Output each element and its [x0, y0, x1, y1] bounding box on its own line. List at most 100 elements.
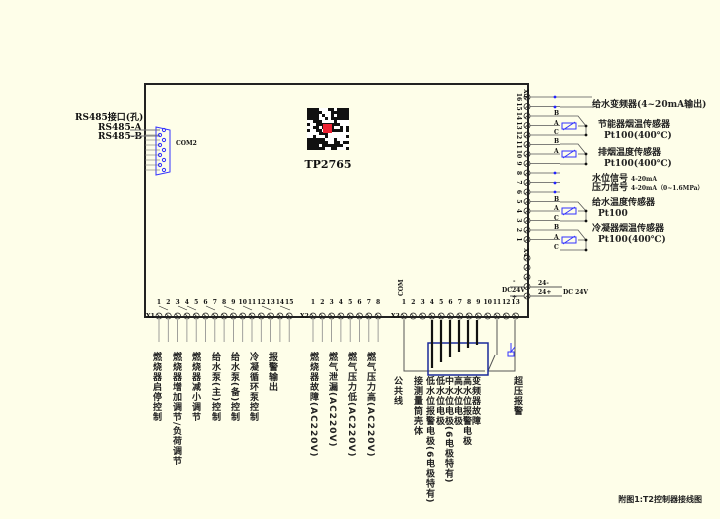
x1-output-label: 给水泵(备)控制: [229, 352, 239, 423]
terminal-screw: [328, 312, 336, 320]
x1-output-label: 燃烧器增加调节/负荷调节: [171, 352, 181, 467]
sensor-spec: 4-20mA: [631, 176, 658, 183]
terminal-number: 9: [476, 299, 480, 306]
sensor-spec: Pt100(400℃): [604, 159, 672, 169]
x3-input-label: 公共线: [392, 376, 402, 406]
x5-label: X5: [522, 89, 529, 98]
terminal-number: 1: [157, 299, 161, 306]
terminal-number: 10: [484, 299, 492, 306]
svg-text:B: B: [554, 110, 559, 117]
terminal-screw: [337, 312, 345, 320]
x2-input-label: 燃气压力低(AC220V): [346, 352, 356, 458]
dc-minus-symbol: -: [513, 278, 516, 285]
terminal-number: 5: [439, 299, 443, 306]
dc-side-label: DC24V: [502, 287, 525, 294]
terminal-screw: [164, 312, 172, 320]
sensor-name: 排烟温度传感器: [598, 148, 662, 158]
terminal-number: 12: [515, 131, 522, 139]
svg-text:A: A: [553, 205, 559, 212]
x2-input-label: 燃气压力高(AC220V): [365, 352, 375, 458]
terminal-number: 1: [515, 237, 522, 241]
terminal-screw: [502, 312, 510, 320]
terminal-number: 7: [213, 299, 217, 306]
terminal-number: 8: [376, 299, 380, 306]
terminal-screw: [409, 312, 417, 320]
terminal-number: 13: [515, 121, 522, 129]
terminal-screw: [465, 312, 473, 320]
sensor-name: 水位信号: [592, 174, 629, 184]
terminal-screw: [456, 312, 464, 320]
terminal-number: 4: [430, 299, 434, 306]
x3-input-label: 高水位报警电极: [461, 376, 471, 446]
terminal-number: 5: [194, 299, 198, 306]
svg-text:C: C: [554, 129, 559, 136]
terminal-number: 8: [222, 299, 226, 306]
terminal-screw: [220, 312, 228, 320]
terminal-number: 2: [515, 228, 522, 232]
sensor-spec: Pt100(400℃): [598, 235, 666, 245]
terminal-number: 15: [285, 299, 293, 306]
x3-input-label: 中水位电极(6电极特有): [443, 376, 453, 484]
x1-output-label: 燃烧器启停控制: [151, 352, 161, 422]
terminal-number: 5: [515, 199, 522, 203]
board-model: TP2765: [304, 158, 351, 171]
terminal-number: 15: [515, 102, 522, 110]
terminal-number: 8: [467, 299, 471, 306]
terminal-number: 14: [515, 112, 522, 120]
x2-input-label: 燃烧器故障(AC220V): [308, 352, 318, 458]
terminal-number: 1: [311, 299, 315, 306]
terminal-screw: [276, 312, 284, 320]
terminal-screw: [309, 312, 317, 320]
terminal-number: 5: [348, 299, 352, 306]
x1-output-label: 燃烧器减小调节: [190, 352, 200, 422]
x3-input-label: 接测量筒壳体: [412, 376, 422, 436]
terminal-number: 4: [185, 299, 189, 306]
terminal-number: 4: [339, 299, 343, 306]
terminal-number: 6: [515, 190, 522, 194]
terminal-screw: [346, 312, 354, 320]
terminal-number: 12: [257, 299, 265, 306]
terminal-screw: [229, 312, 237, 320]
terminal-screw: [447, 312, 454, 320]
terminal-number: 6: [357, 299, 361, 306]
svg-text:A: A: [553, 148, 559, 155]
x1-output-label: 报警输出: [267, 352, 277, 392]
terminal-number: 3: [421, 299, 425, 306]
rs485-b-label: RS485-B: [98, 132, 143, 142]
terminal-number: 10: [239, 299, 247, 306]
x3-input-label: 低水位电极: [434, 376, 444, 426]
x1-output-label: 给水泵(主)控制: [210, 352, 220, 423]
terminal-screw: [493, 312, 501, 320]
terminal-number: 7: [367, 299, 371, 306]
com2-label: COM2: [176, 140, 197, 147]
rs485-title: RS485接口(孔): [75, 111, 143, 123]
sensor-spec: Pt100(400℃): [604, 131, 672, 141]
terminal-screw: [257, 312, 265, 320]
terminal-screw: [183, 312, 191, 320]
sensor-label: 给水变频器(4~20mA输出): [592, 100, 706, 111]
terminal-screw: [474, 312, 482, 320]
terminal-number: 9: [515, 161, 522, 165]
terminal-number: 11: [248, 299, 256, 306]
terminal-screw: [365, 312, 373, 320]
terminal-screw: [484, 312, 492, 320]
terminal-number: 13: [511, 299, 519, 306]
terminal-number: 7: [515, 180, 522, 184]
terminal-screw: [174, 312, 182, 320]
x4-label: X4: [522, 248, 529, 257]
x1-label: X1: [146, 313, 155, 320]
dc-minus-label: 24-: [538, 280, 549, 287]
diagram-caption: 附图1:T2控制器接线图: [618, 495, 702, 504]
sensor-name: 节能器烟温传感器: [598, 120, 671, 130]
x3-input-label: 变频器故障: [470, 376, 480, 426]
qr-code: [307, 108, 349, 150]
terminal-number: 3: [176, 299, 180, 306]
x3-label: X3: [391, 313, 400, 320]
terminal-screw: [239, 312, 247, 320]
dc-plus-label: 24+: [538, 289, 551, 296]
